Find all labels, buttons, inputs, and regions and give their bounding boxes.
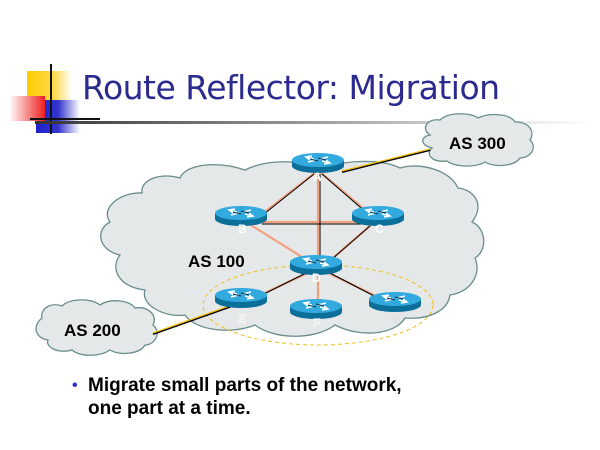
as300-label: AS 300 [449, 134, 506, 153]
router-e-label: E [238, 312, 246, 326]
slide-logo [9, 64, 100, 134]
logo-red-square [9, 96, 45, 121]
router-a-label: A [313, 170, 322, 184]
as200-cloud [35, 299, 158, 356]
as300-cloud [422, 113, 534, 167]
router-g-icon[interactable] [368, 291, 422, 313]
title-divider [35, 121, 595, 124]
bullet-icon: • [72, 377, 78, 394]
as100-label: AS 100 [188, 252, 245, 271]
router-c-label: C [375, 222, 384, 236]
bullet-line-2: one part at a time. [88, 398, 251, 419]
router-d-label: D [312, 271, 321, 285]
router-e-icon[interactable] [214, 287, 268, 309]
ebgp-link-a-as300 [341, 148, 431, 173]
slide-title: Route Reflector: Migration [82, 68, 500, 107]
router-g-label: G [391, 312, 400, 326]
bullet-line-1: Migrate small parts of the network, [88, 375, 402, 396]
as200-label: AS 200 [64, 321, 121, 340]
ibgp-link-b-d [245, 221, 311, 263]
bullet-list: • Migrate small parts of the network, on… [72, 374, 402, 420]
router-b-label: B [238, 222, 247, 236]
ebgp-link-e-as200 [152, 304, 233, 335]
router-f-label: F [313, 316, 320, 330]
